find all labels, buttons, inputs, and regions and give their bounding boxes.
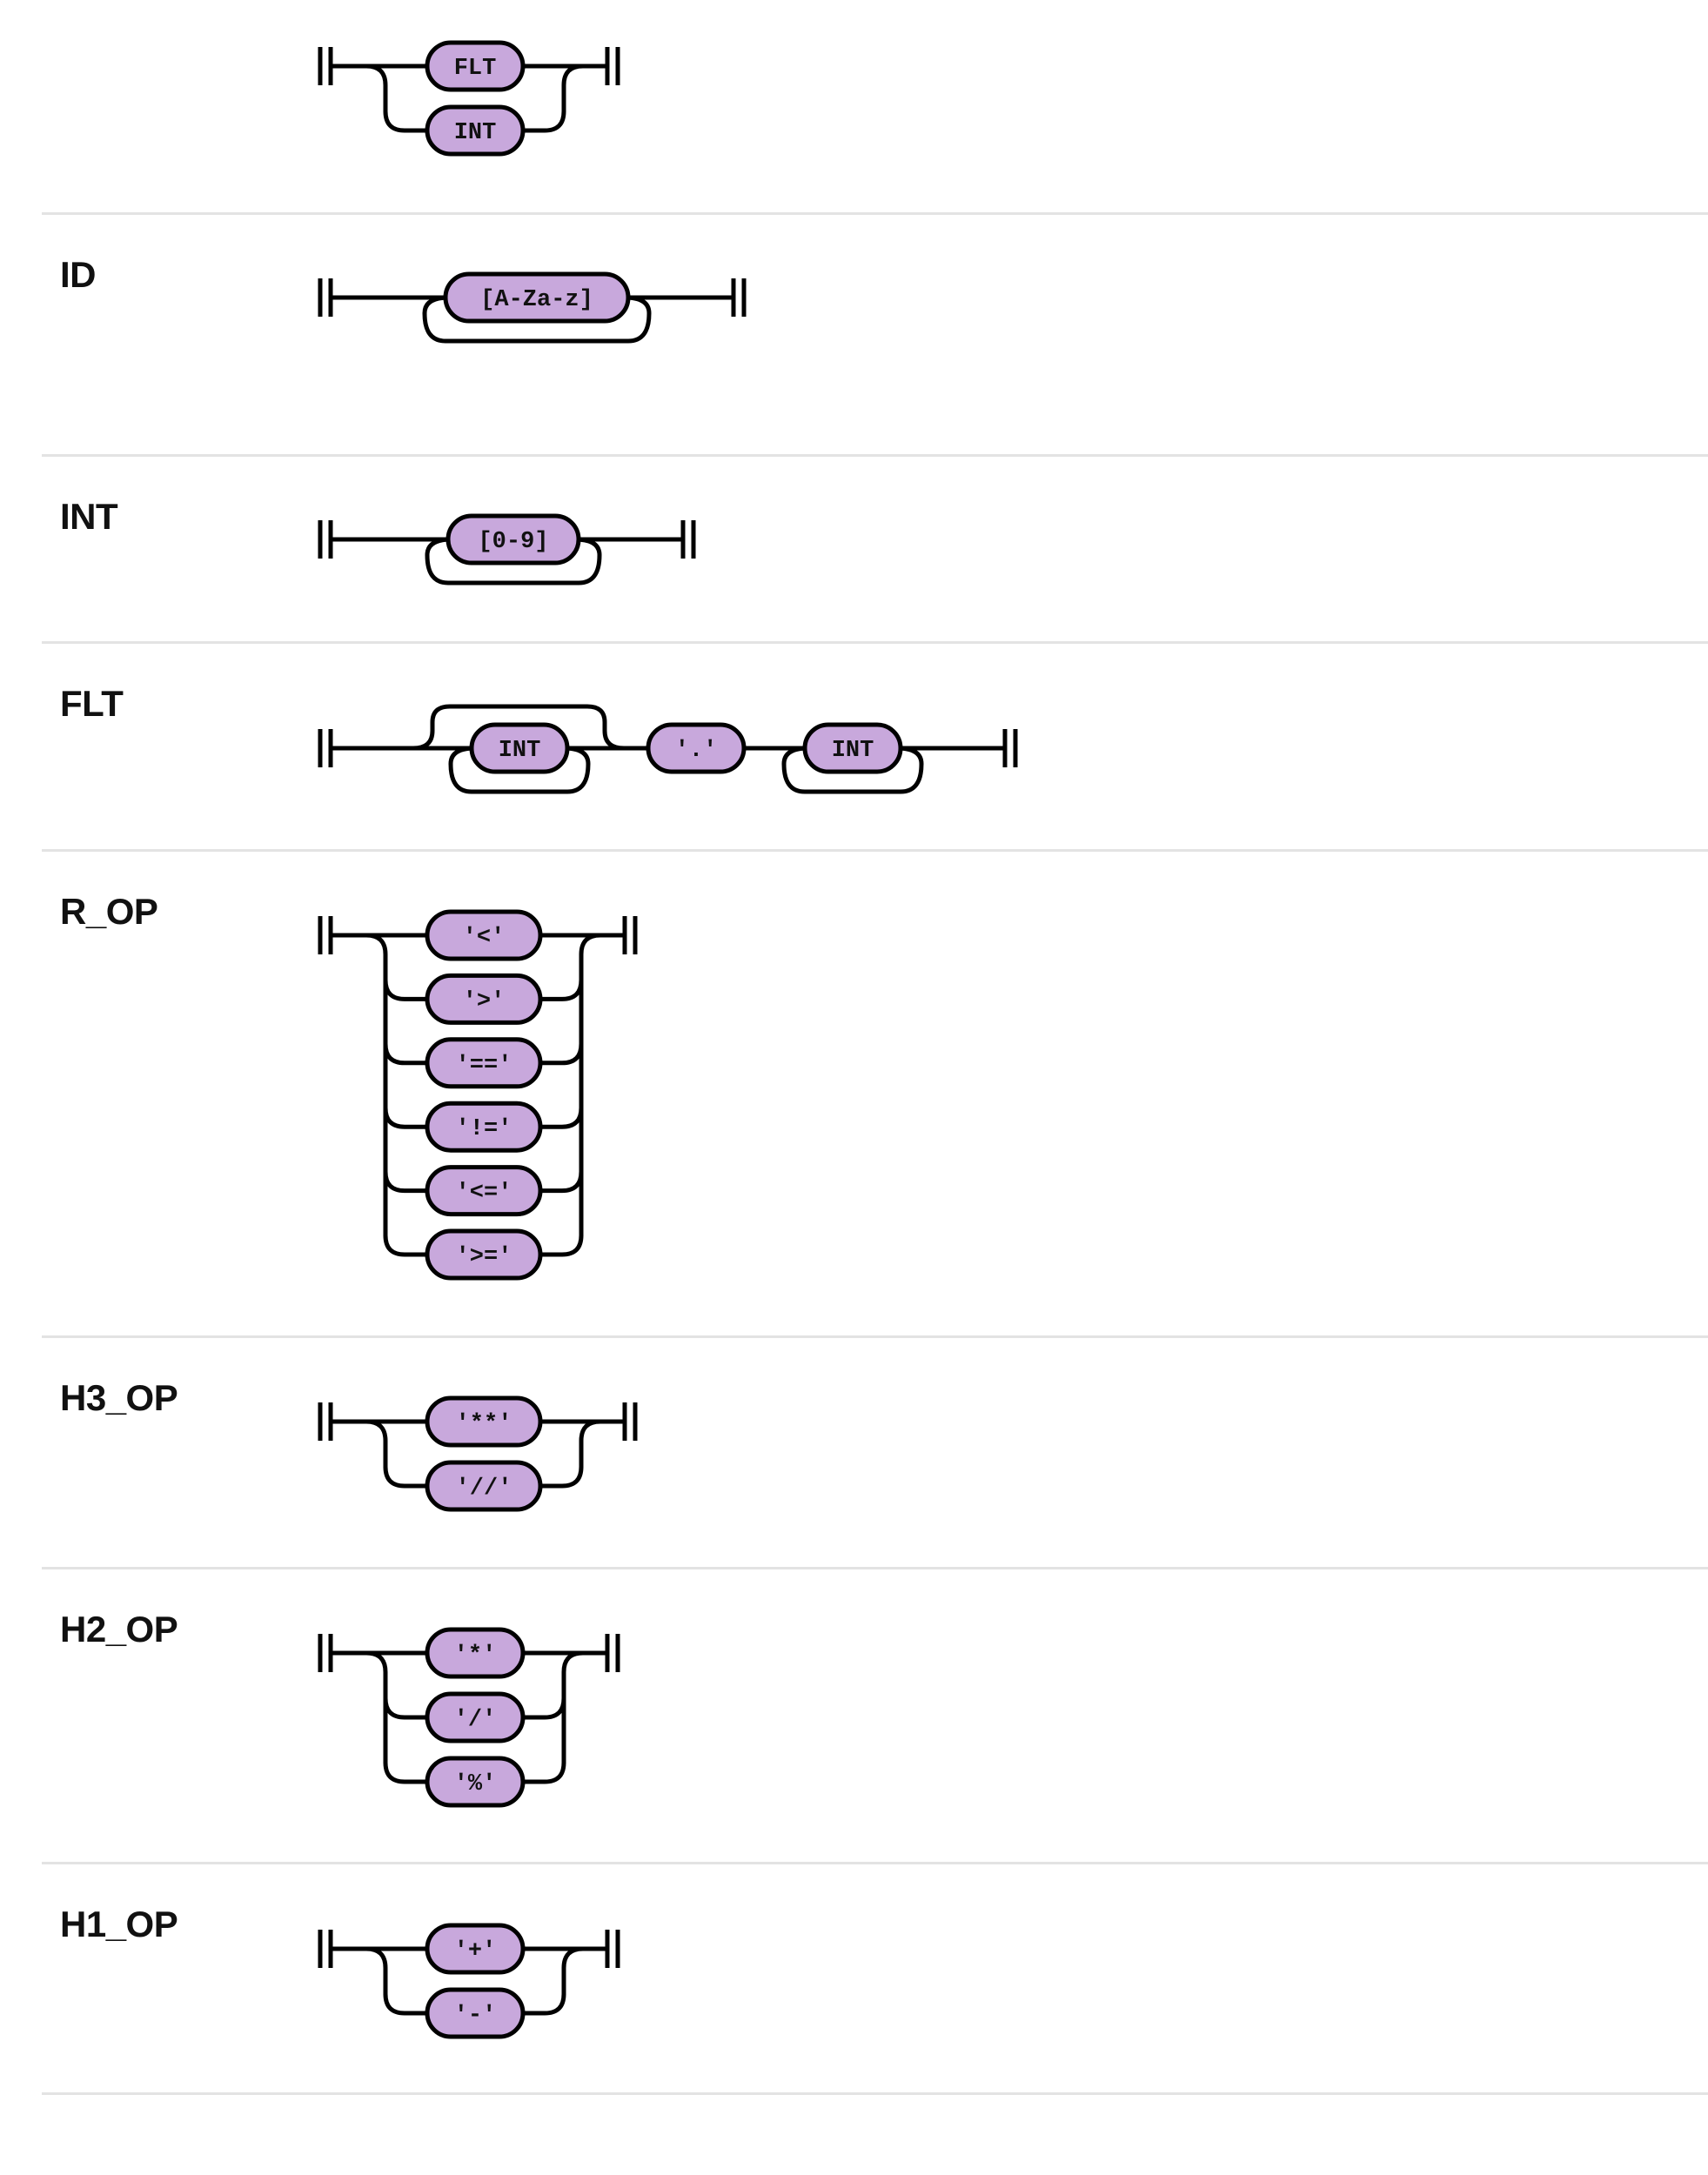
terminal-label: '+' (454, 1938, 497, 1964)
rail-curve (383, 977, 430, 1001)
terminal-label: [0-9] (478, 529, 548, 555)
terminal-node: '!=' (425, 1101, 543, 1153)
rail-curve (538, 1041, 584, 1066)
terminal-node: '%' (425, 1756, 526, 1808)
terminal-node: FLT (425, 40, 526, 92)
rail-curve (364, 1650, 388, 1765)
terminal-label: '<=' (456, 1181, 512, 1207)
terminal-label: [A-Za-z] (480, 287, 593, 313)
row-divider (42, 2092, 1708, 2095)
rule-name-int: INT (60, 496, 118, 537)
rule-name-h2-op: H2_OP (60, 1609, 178, 1650)
terminal-node: INT (425, 104, 526, 157)
terminal-label: '>=' (456, 1244, 512, 1270)
terminal-label: '>' (463, 988, 506, 1014)
rail-curve (383, 1041, 430, 1066)
terminal-label: '-' (454, 2003, 497, 2029)
terminal-node: [0-9] (445, 513, 581, 566)
rail-curve (364, 1419, 388, 1469)
row-divider (42, 641, 1708, 644)
rail-curve (520, 109, 566, 133)
rail-curve (561, 1650, 586, 1765)
row-divider (42, 1335, 1708, 1338)
terminal-node: INT (469, 722, 570, 774)
terminal-label: INT (499, 738, 541, 764)
terminal-label: INT (454, 120, 497, 146)
rail-curve (538, 977, 584, 1001)
rail-curve (383, 1464, 430, 1489)
rail-curve (383, 109, 430, 133)
terminal-node: '==' (425, 1037, 543, 1089)
row-divider (42, 454, 1708, 457)
rail-curve (364, 1946, 388, 1997)
row-divider (42, 849, 1708, 852)
rail-curve (561, 64, 586, 114)
terminal-node: INT (802, 722, 903, 774)
rail-curve (383, 1233, 430, 1257)
terminal-node: '>=' (425, 1228, 543, 1281)
terminal-label: '**' (456, 1411, 512, 1437)
rail-curve (364, 933, 388, 1238)
rule-name-r-op: R_OP (60, 891, 158, 932)
terminal-node: '<' (425, 909, 543, 961)
terminal-label: '<' (463, 925, 506, 951)
terminal-label: '*' (454, 1643, 497, 1669)
rail-curve (520, 1696, 566, 1720)
rail-curve (383, 1991, 430, 2016)
terminal-node: [A-Za-z] (443, 271, 631, 324)
rail-curve (538, 1169, 584, 1194)
rail-curve (383, 1696, 430, 1720)
terminal-node: '>' (425, 973, 543, 1025)
rail-curve (364, 64, 388, 114)
row-divider (42, 212, 1708, 215)
rail-curve (538, 1105, 584, 1129)
terminal-node: '-' (425, 1987, 526, 2039)
rule-name-h3-op: H3_OP (60, 1377, 178, 1418)
terminal-label: '!=' (456, 1116, 512, 1142)
rule-name-flt: FLT (60, 683, 124, 724)
terminal-label: INT (832, 738, 874, 764)
rail-curve (448, 746, 591, 794)
terminal-node: '*' (425, 1627, 526, 1679)
rail-curve (383, 1169, 430, 1194)
rail-curve (422, 295, 652, 344)
rail-curve (383, 1105, 430, 1129)
terminal-node: '/' (425, 1691, 526, 1743)
terminal-node: '.' (646, 722, 747, 774)
terminal-node: '+' (425, 1923, 526, 1975)
row-divider (42, 1567, 1708, 1569)
terminal-label: '/' (454, 1707, 497, 1733)
rule-name-id: ID (60, 254, 97, 295)
row-divider (42, 1862, 1708, 1864)
rail-curve (520, 1991, 566, 2016)
rail-curve (538, 1464, 584, 1489)
rail-curve (781, 746, 924, 794)
rule-name-h1-op: H1_OP (60, 1904, 178, 1944)
terminal-label: '.' (675, 738, 718, 764)
terminal-label: '//' (456, 1476, 512, 1502)
terminal-node: '**' (425, 1395, 543, 1448)
terminal-label: '%' (454, 1771, 497, 1797)
rail-curve (561, 1946, 586, 1997)
terminal-label: '==' (456, 1053, 512, 1079)
terminal-label: FLT (454, 56, 497, 82)
rail-curve (579, 933, 603, 1238)
rail-curve (383, 1760, 430, 1784)
rail-curve (520, 1760, 566, 1784)
rail-curve (538, 1233, 584, 1257)
rail-curve (579, 1419, 603, 1469)
rail-curve (411, 704, 626, 751)
terminal-node: '//' (425, 1460, 543, 1512)
terminal-node: '<=' (425, 1165, 543, 1217)
rail-curve (425, 537, 602, 586)
